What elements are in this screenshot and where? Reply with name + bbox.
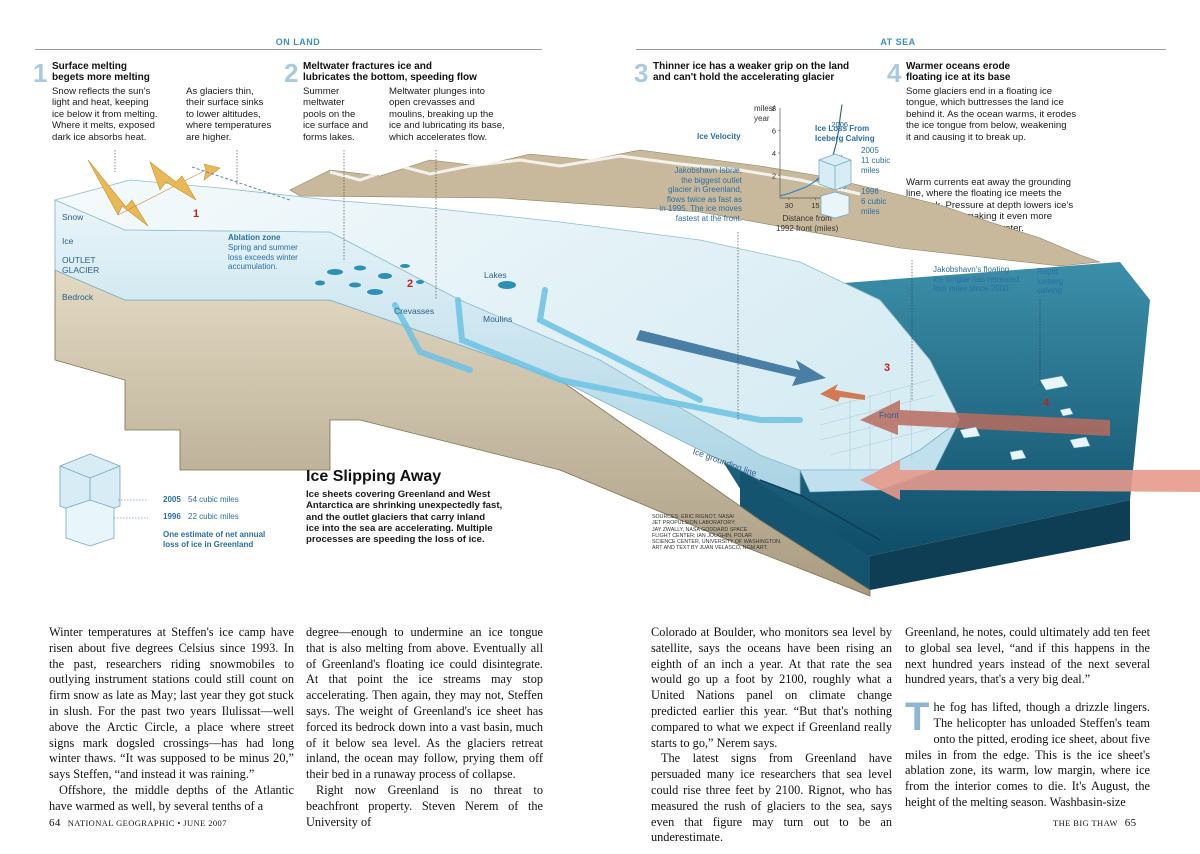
body-column-3: Colorado at Boulder, who monitors sea le…: [651, 625, 892, 846]
velocity-x-tick-label: 15: [811, 201, 819, 210]
greenland-2005-value: 54 cubic miles: [188, 495, 239, 504]
velocity-label-2006: 2006: [831, 120, 848, 129]
velocity-y-tick-label: 4: [772, 149, 776, 158]
label-bedrock: Bedrock: [62, 292, 94, 302]
dropcap: T: [905, 695, 930, 740]
iceberg-2005-year: 2005: [861, 146, 879, 155]
step-4-title: Warmer oceans erode floating ice at its …: [906, 61, 1011, 83]
folio-right-text: THE BIG THAW: [1053, 818, 1118, 828]
meltwater-channels: [392, 287, 803, 423]
note-snow-reflects: Snow reflects the sun's light and heat, …: [52, 86, 158, 143]
glacier-illustration: [53, 149, 1200, 597]
label-tongue-retreat: Jakobshavn's floating ice tongue has ret…: [933, 265, 1020, 294]
velocity-chart-title: Ice Velocity: [697, 132, 741, 141]
page-number-right: 65: [1124, 817, 1137, 829]
body-column-2: degree—enough to undermine an ice tongue…: [306, 625, 543, 830]
leader-lines: [114, 150, 1041, 420]
body-column-4: Greenland, he notes, could ultimately ad…: [905, 625, 1150, 811]
iceberg-loss-title: Ice Loss From Iceberg Calving: [815, 124, 875, 143]
label-ablation-text: Spring and summer loss exceeds winter ac…: [228, 243, 298, 272]
sun-ray-arrows: [87, 159, 221, 227]
step-3-title: Thinner ice has a weaker grip on the lan…: [653, 61, 850, 83]
velocity-x-label: Distance from 1992 front (miles): [776, 214, 839, 233]
step-1-title: Surface melting begets more melting: [52, 61, 150, 83]
velocity-y-tick-label-top: 8: [772, 104, 776, 113]
note-glaciers-thin: As glaciers thin, their surface sinks to…: [186, 86, 272, 143]
ablation-arrow: [820, 384, 865, 402]
label-moulins: Moulins: [483, 314, 513, 324]
feature-dek: Ice sheets covering Greenland and West A…: [306, 489, 503, 546]
ice-top-surface: [53, 179, 961, 471]
note-floating-tongue: Some glaciers end in a floating ice tong…: [906, 86, 1077, 143]
col2-para-1: degree—enough to undermine an ice tongue…: [306, 625, 543, 782]
label-outlet-glacier: OUTLET GLACIER: [62, 255, 100, 275]
section-rule-right: [636, 49, 1166, 50]
grounding-line-edge: [759, 479, 881, 541]
sources-credit: SOURCES: ERIC RIGNOT, NASA/ JET PROPULSI…: [652, 514, 782, 552]
col1-para-2: Offshore, the middle depths of the Atlan…: [49, 782, 294, 813]
greenland-loss-caption: One estimate of net annual loss of ice i…: [163, 530, 266, 549]
marker-4: 4: [1043, 397, 1050, 409]
label-lakes: Lakes: [484, 270, 507, 280]
ice-flow-arrow: [636, 330, 826, 386]
col4-para-2-text: he fog has lifted, though a drizzle ling…: [905, 700, 1150, 809]
iceberg-1996-year: 1996: [861, 187, 879, 196]
warm-current-arrow-deep: [860, 400, 1110, 436]
ocean-front-face: [740, 470, 870, 590]
col3-para-1: Colorado at Boulder, who monitors sea le…: [651, 625, 892, 750]
step-3-number: 3: [634, 58, 649, 88]
step-2-number: 2: [284, 58, 299, 88]
label-ablation-zone: Ablation zone: [228, 233, 281, 242]
folio-left: 64 NATIONAL GEOGRAPHIC • JUNE 2007: [49, 817, 227, 829]
note-summer-meltwater: Summer meltwater pools on the ice surfac…: [303, 86, 369, 143]
icebergs: [959, 375, 1091, 461]
page-number-left: 64: [49, 817, 61, 829]
folio-right: THE BIG THAW 65: [1053, 817, 1137, 829]
folio-left-text: NATIONAL GEOGRAPHIC • JUNE 2007: [67, 818, 227, 828]
iceberg-2005-value: 11 cubic miles: [861, 156, 891, 175]
iceberg-1996-value: 6 cubic miles: [861, 197, 887, 216]
section-rule-left: [35, 49, 542, 50]
label-ice: Ice: [62, 236, 74, 246]
greenland-loss-cubes: [59, 453, 148, 547]
col1-para-1: Winter temperatures at Steffen's ice cam…: [49, 625, 294, 782]
velocity-y-unit: miles/ year: [754, 104, 775, 123]
marker-2: 2: [407, 278, 414, 290]
marker-3: 3: [884, 362, 891, 374]
note-meltwater-plunges: Meltwater plunges into open crevasses an…: [389, 86, 505, 143]
section-at-sea: AT SEA: [880, 37, 916, 47]
label-front: Front: [879, 410, 899, 420]
step-2-title: Meltwater fractures ice and lubricates t…: [303, 61, 477, 83]
greenland-1996-value: 22 cubic miles: [188, 512, 239, 521]
step-4-number: 4: [887, 58, 902, 88]
mountains-far: [289, 149, 1101, 267]
meltwater-lakes: [315, 264, 516, 295]
greenland-1996-year: 1996: [163, 512, 181, 521]
label-rapid-calving: Rapid iceberg calving: [1037, 267, 1064, 296]
marker-1: 1: [193, 208, 200, 220]
dashed-slope-line: [191, 166, 291, 201]
section-on-land: ON LAND: [275, 37, 321, 47]
velocity-y-tick-label: 2: [772, 172, 776, 181]
col4-para-1: Greenland, he notes, could ultimately ad…: [905, 625, 1150, 687]
iceberg-loss-cubes: [818, 153, 852, 219]
velocity-y-tick-label: 6: [772, 127, 776, 136]
step-1-number: 1: [33, 58, 48, 88]
warm-current-arrow: [860, 460, 1200, 500]
col3-para-2: The latest signs from Greenland have per…: [651, 751, 892, 845]
feature-title: Ice Slipping Away: [306, 468, 442, 485]
ocean-side-face: [870, 500, 1130, 590]
greenland-2005-year: 2005: [163, 495, 181, 504]
label-snow: Snow: [62, 212, 84, 222]
col2-para-2: Right now Greenland is no threat to beac…: [306, 782, 543, 829]
velocity-note: Jakobshavn Isbræ, the biggest outlet gla…: [659, 166, 742, 223]
label-crevasses: Crevasses: [394, 306, 435, 316]
body-column-1: Winter temperatures at Steffen's ice cam…: [49, 625, 294, 815]
mountains-snow: [329, 154, 861, 196]
velocity-x-tick-label: 30: [785, 201, 793, 210]
